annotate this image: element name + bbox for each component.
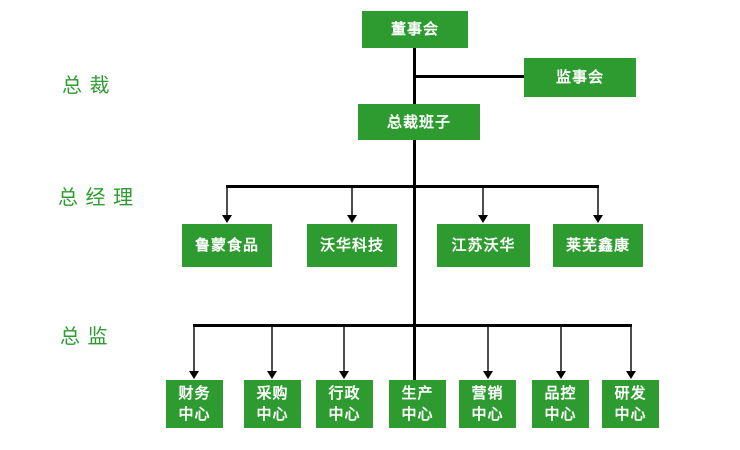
center-node: 品控 中心 (532, 380, 589, 428)
subsidiary-node: 莱芜鑫康 (553, 224, 643, 267)
row-label-director: 总 监 (60, 326, 109, 348)
down-arrow-icon (593, 188, 603, 223)
center-node: 生产 中心 (389, 380, 446, 428)
down-arrow-icon (347, 188, 357, 223)
down-arrow-icon (483, 327, 493, 379)
supervisory-node: 监事会 (524, 58, 636, 97)
center-node: 营销 中心 (459, 380, 516, 428)
down-arrow-icon (556, 327, 566, 379)
center-node: 采购 中心 (244, 380, 301, 428)
down-arrow-icon (478, 188, 488, 223)
connector-centers-branch (193, 324, 632, 327)
down-arrow-icon (626, 327, 636, 379)
subsidiary-node: 沃华科技 (307, 224, 397, 267)
down-arrow-icon (189, 327, 199, 379)
subsidiary-node: 鲁蒙食品 (182, 224, 272, 267)
down-arrow-icon (339, 327, 349, 379)
row-label-president: 总 裁 (62, 75, 111, 97)
board-node: 董事会 (362, 11, 468, 48)
connector-to-supervisory (413, 75, 524, 78)
row-label-general-manager: 总 经 理 (58, 187, 135, 209)
center-node: 行政 中心 (316, 380, 373, 428)
down-arrow-icon (267, 327, 277, 379)
connector-subsidiaries-branch (226, 185, 599, 188)
subsidiary-node: 江苏沃华 (437, 224, 530, 267)
president-team-node: 总裁班子 (358, 104, 480, 140)
connector-trunk (413, 140, 416, 380)
down-arrow-icon (222, 188, 232, 223)
center-node: 研发 中心 (602, 380, 659, 428)
center-node: 财务 中心 (166, 380, 223, 428)
